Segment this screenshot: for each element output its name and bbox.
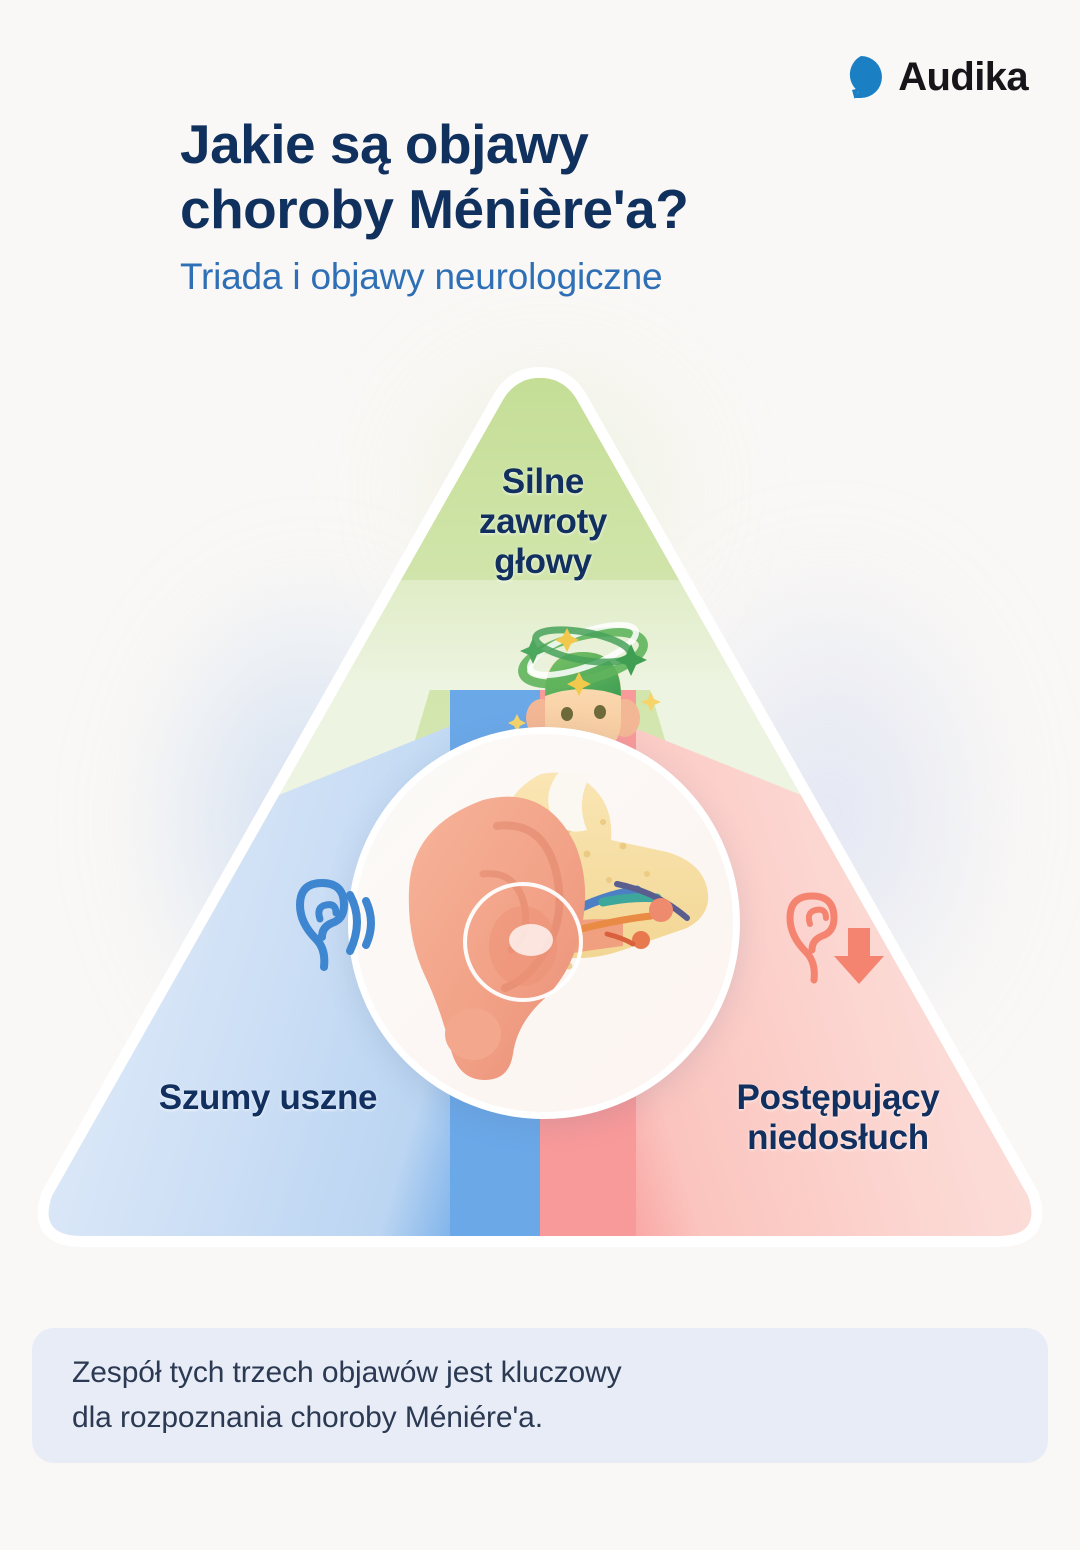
speech-bubble-icon <box>838 54 884 100</box>
brand-logo: Audika <box>838 54 1029 100</box>
footnote-card: Zespół tych trzech objawów jest kluczowy… <box>32 1328 1048 1463</box>
title-line-2: choroby Ménière'a? <box>180 177 689 240</box>
symptom-triad-triangle: Silne zawroty głowy Szumy uszne Postępuj… <box>28 360 1052 1260</box>
footnote-line-1: Zespół tych trzech objawów jest kluczowy <box>72 1356 622 1390</box>
page-title: Jakie są objawy choroby Ménière'a? Triad… <box>180 112 880 298</box>
label-tinnitus: Szumy uszne <box>158 1078 378 1117</box>
title-line-1: Jakie są objawy <box>180 113 589 175</box>
ear-sound-waves-icon <box>276 875 376 975</box>
ear-anatomy-cross-section-icon <box>348 727 740 1119</box>
label-vertigo: Silne zawroty głowy <box>478 462 608 581</box>
ear-down-arrow-icon <box>770 880 888 988</box>
label-hearing-loss: Postępujący niedosłuch <box>736 1078 940 1157</box>
footnote-line-2: dla rozpoznania choroby Méniére'a. <box>72 1400 543 1434</box>
brand-name: Audika <box>898 54 1028 99</box>
page-subtitle: Triada i objawy neurologiczne <box>180 255 663 297</box>
